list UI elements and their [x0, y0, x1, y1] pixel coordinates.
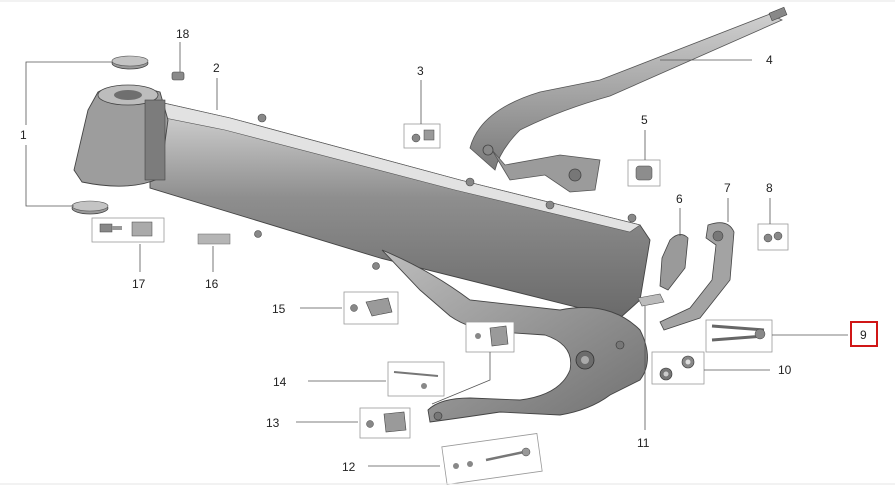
box-14: [387, 361, 445, 397]
box-13b: [465, 321, 515, 353]
callout-7: 7: [724, 181, 731, 195]
callout-5: 5: [641, 113, 648, 127]
part-1-bearing-bottom: [71, 200, 109, 215]
callout-1: 1: [20, 128, 27, 142]
callout-13: 13: [266, 416, 280, 430]
box-5: [627, 159, 661, 187]
box-12: [441, 433, 543, 485]
callout-12: 12: [342, 460, 356, 474]
callout-9: 9: [860, 328, 867, 342]
callout-11: 11: [637, 436, 650, 450]
callout-2: 2: [213, 61, 220, 75]
callout-labels: 1 2 3 4 5 6 7 8 9 10 11 12 13 14 15 16 1…: [20, 27, 878, 474]
callout-10: 10: [778, 363, 792, 377]
callout-9-highlight: [850, 321, 878, 347]
box-15: [343, 291, 399, 325]
part-7-bracket: [659, 222, 735, 331]
callout-6: 6: [676, 192, 683, 206]
callout-14: 14: [273, 375, 287, 389]
head-tube: [73, 84, 169, 187]
part-6-guard: [659, 234, 689, 291]
box-8: [757, 223, 789, 251]
box-9: [705, 319, 773, 353]
callout-3: 3: [417, 64, 424, 78]
callout-16: 16: [205, 277, 219, 291]
callout-4: 4: [766, 53, 773, 67]
part-16-strip: [197, 233, 231, 245]
box-10: [651, 351, 705, 385]
callout-17: 17: [132, 277, 146, 291]
part-2-main-beam: [149, 99, 651, 319]
part-1-bearing-top: [111, 55, 149, 70]
swingarm-lower: [381, 249, 648, 423]
box-13: [359, 407, 411, 439]
callout-15: 15: [272, 302, 286, 316]
box-3: [403, 123, 441, 149]
part-4-arm: [469, 6, 788, 193]
box-17: [91, 217, 165, 243]
callout-8: 8: [766, 181, 773, 195]
part-18-bolt: [171, 71, 185, 81]
part-11-pad: [637, 293, 665, 307]
leader-lines: [25, 42, 848, 467]
callout-18: 18: [176, 27, 190, 41]
